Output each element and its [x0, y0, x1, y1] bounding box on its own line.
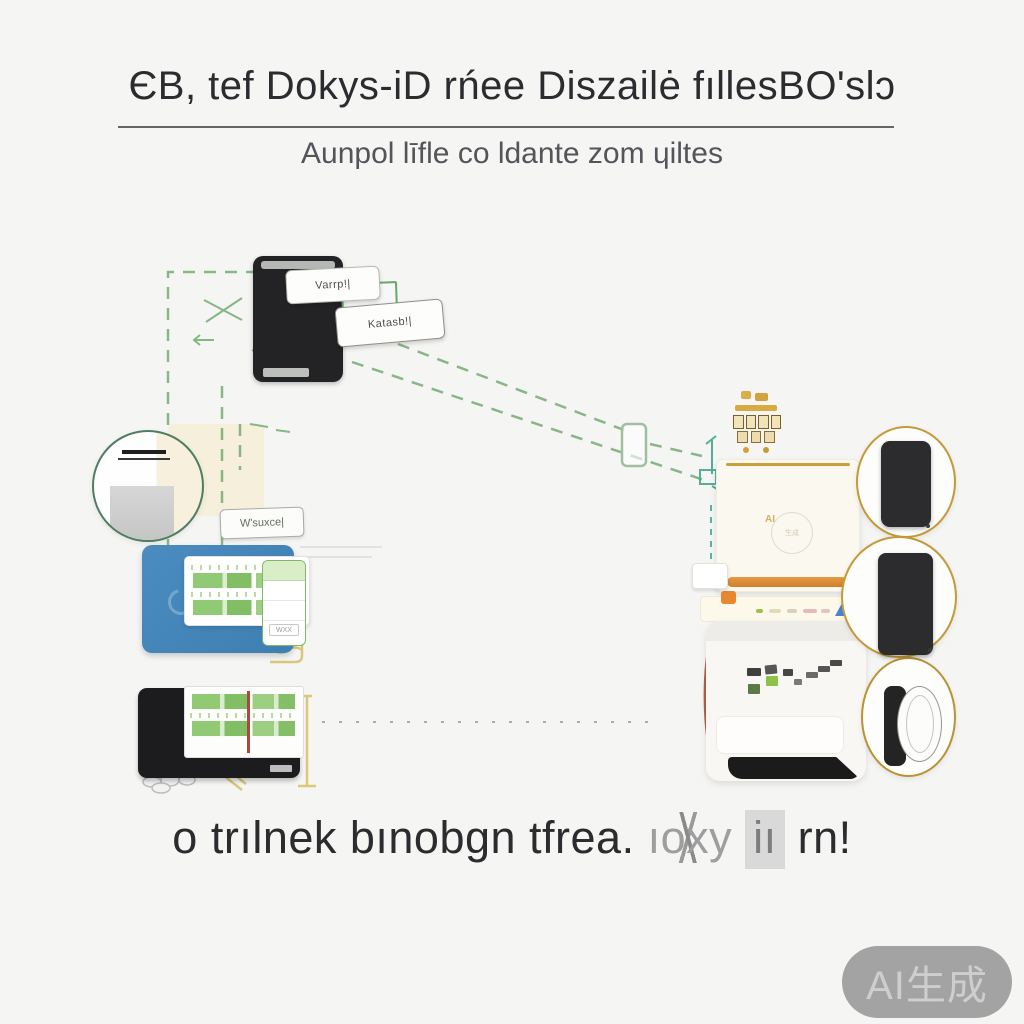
printer-device-bottom — [706, 621, 866, 781]
panel-header-cell — [263, 561, 305, 581]
camera-lens-inner-ring — [906, 695, 934, 753]
tick-row-2 — [191, 592, 303, 597]
schematic-grid — [737, 431, 776, 443]
printer-dark-base — [728, 757, 860, 779]
callout-label-2: Katasb!| — [334, 298, 446, 348]
panel-tag: WXX — [269, 624, 299, 636]
page-subtitle: Aunpol līfle co ldante zom ɥiltes — [301, 137, 723, 170]
magnifier-circle — [92, 430, 204, 542]
laptop-waveform-row-2 — [190, 721, 298, 736]
control-chip — [764, 664, 778, 675]
toolbar-mark — [787, 609, 797, 613]
caption-pre: o trılnek bınobgn tfrea. — [172, 812, 635, 863]
paper-slot-recess — [716, 716, 844, 754]
document-heading-mark — [122, 450, 166, 454]
caption-post: rn! — [797, 812, 852, 863]
orange-button-chip — [721, 591, 736, 604]
callout-label-1-text: Varrp!| — [314, 278, 352, 292]
settings-side-panel: WXX — [262, 560, 306, 646]
panel-row — [263, 601, 305, 621]
tick-row — [191, 565, 303, 570]
schematic-block — [741, 391, 751, 399]
callout-label-1: Varrp!| — [285, 265, 381, 305]
relay-node — [620, 422, 648, 468]
caption-highlight-box: iı — [745, 810, 785, 869]
caption-struck-text: ıoxy — [647, 812, 733, 863]
laptop-waveform-screen — [184, 686, 304, 758]
document-underline-mark — [118, 458, 170, 460]
phone-dot — [926, 524, 930, 528]
schematic-dot — [763, 447, 769, 453]
title-divider — [118, 126, 894, 128]
callout-label-2-text: Katasb!| — [367, 315, 413, 331]
schematic-block — [755, 393, 768, 401]
phone-in-circle-2 — [878, 553, 933, 655]
gold-top-line — [726, 463, 850, 466]
paper-tag — [692, 563, 728, 589]
phone-notch-band — [261, 261, 335, 269]
control-chip — [783, 669, 793, 676]
document-tag-label: W'suxce| — [219, 506, 305, 540]
ai-generated-badge-text: AI生成 — [866, 964, 988, 1008]
orange-output-tray — [727, 577, 847, 587]
green-key-chip — [766, 676, 778, 686]
document-tag-text: W'suxce| — [239, 516, 285, 530]
panel-row — [263, 581, 305, 601]
status-toolbar — [700, 591, 864, 622]
control-chip — [806, 672, 818, 678]
gold-schematic-icon — [733, 391, 781, 453]
dark-green-key-chip — [748, 684, 760, 694]
control-chip — [747, 668, 761, 676]
control-chip — [830, 660, 842, 666]
ghost-watermark-circle: 生成 — [771, 512, 813, 554]
schematic-dot — [743, 447, 749, 453]
laptop-badge — [270, 765, 292, 772]
toolbar-mark — [769, 609, 781, 613]
laptop-waveform-row-1 — [190, 694, 298, 709]
schematic-grid — [733, 415, 781, 429]
phone-dot — [928, 648, 932, 652]
bottom-caption: o trılnek bınobgn tfrea. ıoxy iı rn! — [0, 810, 1024, 869]
ghost-ai-mark: AI — [765, 514, 775, 525]
page-title: ЄB, tef Dokys-iD rńee Diszailė fıllesBO'… — [128, 64, 896, 108]
toolbar-mark — [756, 609, 763, 613]
toolbar-mark — [803, 609, 817, 613]
control-chip — [794, 679, 802, 685]
ghost-watermark-text: 生成 — [785, 530, 799, 537]
camera-lens-ring — [897, 686, 942, 762]
printer-top-band — [706, 621, 866, 641]
playhead-line — [247, 691, 250, 753]
phone-in-circle-1 — [881, 441, 931, 527]
laptop-tick-row — [190, 713, 298, 718]
printer-device-top: 生成 AI — [716, 459, 860, 592]
toolbar-mark — [821, 609, 830, 613]
phone-bottom-bar — [263, 368, 309, 377]
control-chip — [818, 666, 830, 672]
document-sheet — [110, 486, 174, 540]
schematic-bar — [735, 405, 777, 411]
ai-generated-badge: AI生成 — [842, 946, 1012, 1018]
